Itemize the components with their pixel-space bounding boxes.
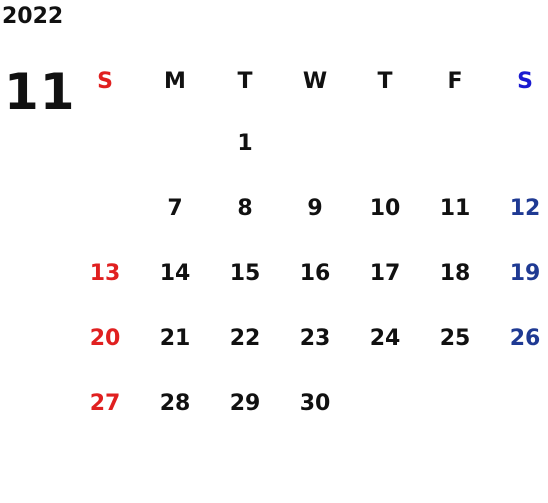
day-number: 18 [439,261,471,286]
day-number: 13 [89,261,121,286]
day-number: 29 [229,391,261,416]
day-cell-15[interactable]: 15 [215,248,275,300]
day-number: 12 [509,196,541,221]
day-cell-27[interactable]: 27 [75,378,135,430]
day-cell-28[interactable]: 28 [145,378,205,430]
day-cell-29[interactable]: 29 [215,378,275,430]
day-cell-8[interactable]: 8 [215,183,275,235]
day-cell-16[interactable]: 16 [285,248,345,300]
day-number: 2 [307,131,323,156]
day-number: 25 [439,326,471,351]
day-cell-10[interactable]: 10 [355,183,415,235]
day-number: 3 [377,131,393,156]
day-number: 21 [159,326,191,351]
weekday-header-row: S M T W T F S [70,64,548,100]
day-number: 7 [167,196,183,221]
day-number: 15 [229,261,261,286]
day-number: 5 [517,131,533,156]
day-cell-22[interactable]: 22 [215,313,275,365]
day-cell-30[interactable]: 30 [285,378,345,430]
day-number: 26 [509,326,541,351]
day-cell-1[interactable]: 1 [215,118,275,170]
day-cell-3[interactable]: 3 [355,118,415,174]
weekday-fri: F [447,69,463,94]
day-cell-14[interactable]: 14 [145,248,205,300]
day-number: 20 [89,326,121,351]
day-number: 1 [237,131,253,156]
day-cell-24[interactable]: 24 [355,313,415,365]
day-number: 22 [229,326,261,351]
day-number: 28 [159,391,191,416]
month-label: 11 [4,63,76,121]
day-number: 27 [89,391,121,416]
day-number: 16 [299,261,331,286]
day-cell-2[interactable]: 2 [285,118,345,174]
day-number: 6 [97,196,113,221]
day-number: 30 [299,391,331,416]
day-cell-6[interactable]: 6 [75,183,135,239]
weekday-tue: T [237,69,253,94]
day-cell-25[interactable]: 25 [425,313,485,365]
day-cell-5[interactable]: 5 [495,118,548,174]
day-cell-26[interactable]: 26 [495,313,548,365]
weekday-thu: T [377,69,393,94]
day-cell-9[interactable]: 9 [285,183,345,235]
day-cell-18[interactable]: 18 [425,248,485,300]
day-cell-11[interactable]: 11 [425,183,485,235]
day-cell-21[interactable]: 21 [145,313,205,365]
day-cell-13[interactable]: 13 [75,248,135,300]
weekday-sat: S [517,69,533,94]
day-number: 23 [299,326,331,351]
day-cell-17[interactable]: 17 [355,248,415,300]
day-cell-20[interactable]: 20 [75,313,135,365]
day-number: 17 [369,261,401,286]
day-number: 19 [509,261,541,286]
day-number: 8 [237,196,253,221]
weekday-wed: W [302,69,328,94]
day-number: 14 [159,261,191,286]
day-cell-7[interactable]: 7 [145,183,205,235]
year-label: 2022 [2,4,64,29]
day-cell-12[interactable]: 12 [495,183,548,235]
day-cell-19[interactable]: 19 [495,248,548,300]
day-number: 4 [447,131,463,156]
weekday-mon: M [164,69,186,94]
day-cell-23[interactable]: 23 [285,313,345,365]
day-cell-4[interactable]: 4 [425,118,485,174]
weekday-sun: S [97,69,113,94]
day-number: 10 [369,196,401,221]
day-number: 24 [369,326,401,351]
day-number: 9 [307,196,323,221]
day-number: 11 [439,196,471,221]
